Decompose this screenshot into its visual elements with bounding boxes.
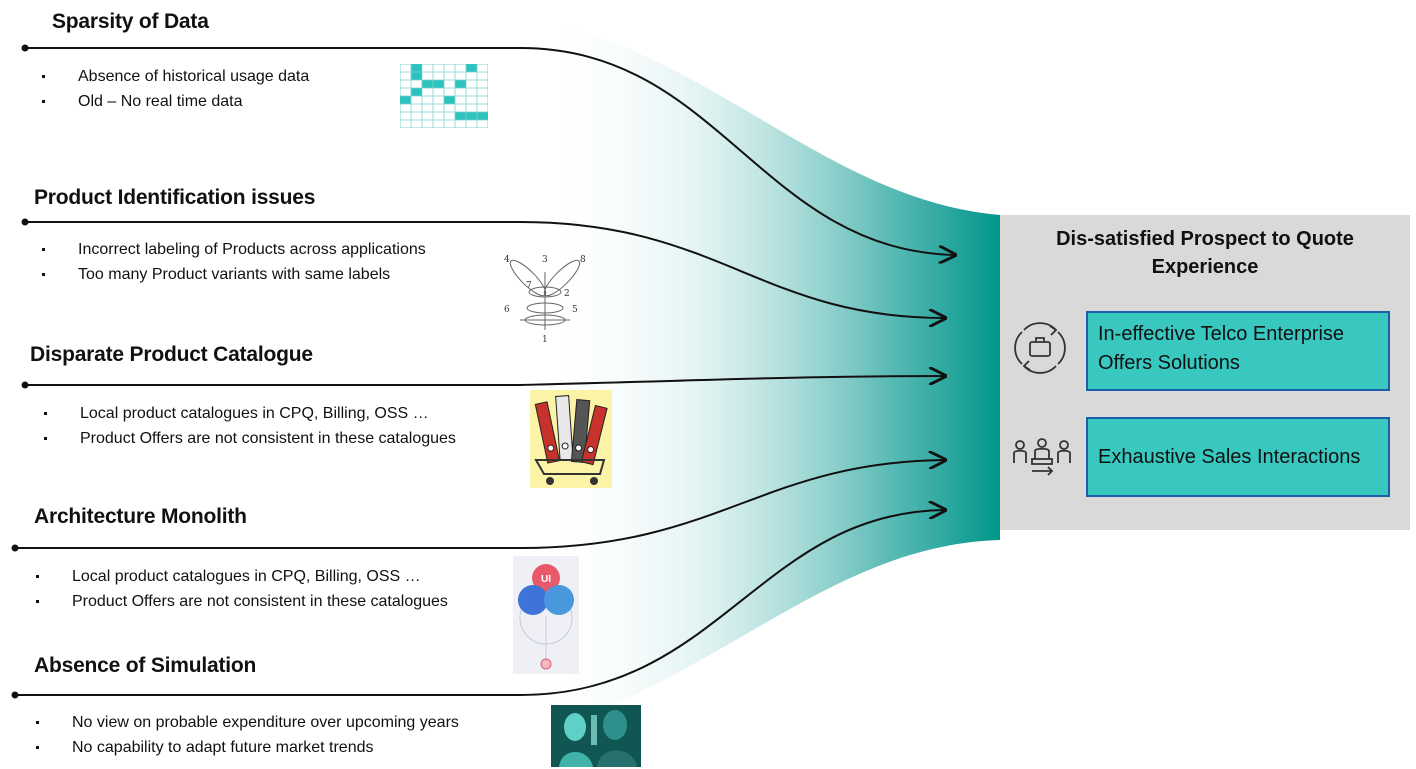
connector-dot <box>21 44 29 52</box>
futuristic-faces-image <box>551 705 641 767</box>
section-title-absence-simulation: Absence of Simulation <box>34 654 257 677</box>
outcome-title: Dis-satisfied Prospect to Quote Experien… <box>1056 228 1354 278</box>
binders-cart-image <box>530 390 612 488</box>
outcome-item-label: In-effective Telco Enterprise Offers Sol… <box>1098 323 1345 374</box>
briefcase-cycle-icon <box>1014 322 1066 374</box>
bullet-item: Absence of historical usage data <box>38 64 309 89</box>
sparse-grid-image <box>400 64 488 128</box>
bullet-item: Local product catalogues in CPQ, Billing… <box>40 401 456 426</box>
bullet-item: No capability to adapt future market tre… <box>32 735 459 760</box>
section-title-architecture-monolith: Architecture Monolith <box>34 505 247 528</box>
graph-node-label: 6 <box>504 305 510 315</box>
bullet-item: Product Offers are not consistent in the… <box>40 426 456 451</box>
people-meeting-icon <box>1013 438 1071 476</box>
connector-disparate-catalogue <box>25 376 945 386</box>
bullet-item: Too many Product variants with same labe… <box>38 262 426 287</box>
bullet-list-product-identification: Incorrect labeling of Products across ap… <box>38 237 426 287</box>
bullet-item: Old – No real time data <box>38 89 309 114</box>
connector-dot <box>11 691 19 699</box>
connector-sparsity <box>25 47 955 255</box>
bullet-list-disparate-catalogue: Local product catalogues in CPQ, Billing… <box>40 401 456 451</box>
graph-node-label: 5 <box>572 305 578 315</box>
bullet-item: Incorrect labeling of Products across ap… <box>38 237 426 262</box>
graph-node-label: 7 <box>526 281 532 291</box>
section-title-product-identification: Product Identification issues <box>34 186 316 209</box>
outcome-panel: Dis-satisfied Prospect to Quote Experien… <box>1000 215 1410 530</box>
bullet-list-sparsity: Absence of historical usage data Old – N… <box>38 64 309 114</box>
graph-node-label: 3 <box>542 255 548 265</box>
graph-sketch-image: 4 3 8 7 2 6 5 1 <box>504 255 586 345</box>
bullet-item: Product Offers are not consistent in the… <box>32 589 448 614</box>
graph-node-label: 8 <box>580 255 586 265</box>
bullet-item: Local product catalogues in CPQ, Billing… <box>32 564 448 589</box>
funnel-shape <box>540 20 1000 730</box>
graph-node-label: 1 <box>542 335 548 345</box>
outcome-item-label: Exhaustive Sales Interactions <box>1098 446 1361 468</box>
circle-label: UI <box>541 574 551 585</box>
connector-architecture-monolith <box>15 460 945 549</box>
connector-dot <box>21 218 29 226</box>
outcome-item-ineffective-offers: In-effective Telco Enterprise Offers Sol… <box>1086 311 1390 391</box>
section-title-sparsity: Sparsity of Data <box>52 10 209 33</box>
connector-absence-simulation <box>15 510 945 696</box>
outcome-item-sales-interactions: Exhaustive Sales Interactions <box>1086 417 1390 497</box>
graph-node-label: 2 <box>564 289 570 299</box>
section-title-disparate-catalogue: Disparate Product Catalogue <box>30 343 313 366</box>
circles-diagram-image: UI <box>513 556 579 674</box>
bullet-list-absence-simulation: No view on probable expenditure over upc… <box>32 710 459 760</box>
bullet-list-architecture-monolith: Local product catalogues in CPQ, Billing… <box>32 564 448 614</box>
connector-dot <box>21 381 29 389</box>
connector-product-identification <box>25 221 945 318</box>
bullet-item: No view on probable expenditure over upc… <box>32 710 459 735</box>
graph-node-label: 4 <box>504 255 510 265</box>
connector-dot <box>11 544 19 552</box>
